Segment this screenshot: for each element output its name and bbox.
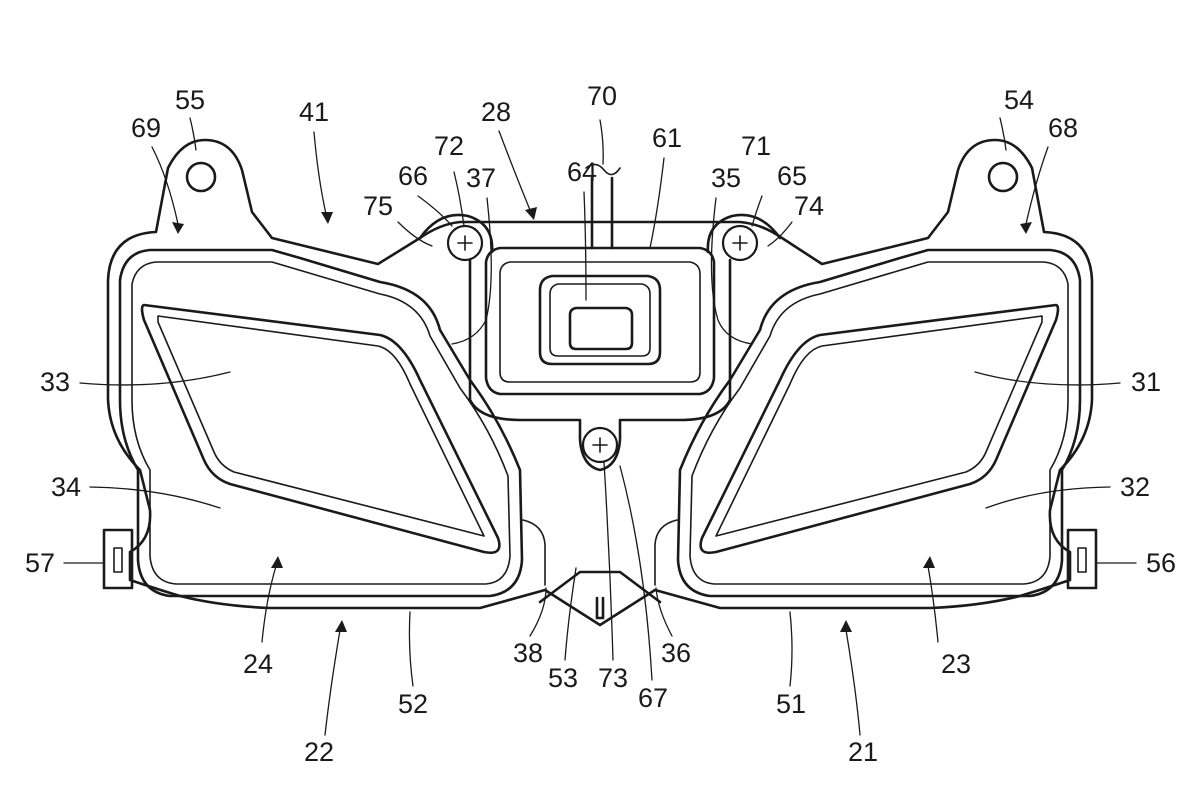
bracket-left-slot [113,547,123,573]
rib-right [654,519,678,586]
label-41: 41 [299,97,329,127]
label-23: 23 [941,649,971,679]
lower-notch [595,596,605,620]
right-lamp-inner [689,261,1069,585]
rib-left [522,519,546,586]
lower-tab [538,570,662,604]
reference-numerals: 55 69 41 28 70 54 68 72 66 37 64 61 71 3… [25,81,1176,767]
label-72: 72 [434,131,464,161]
connector-stem [590,176,614,250]
left-lens [140,303,501,554]
label-61: 61 [652,123,682,153]
screw-71-cross [732,235,748,251]
label-73: 73 [598,663,628,693]
label-31: 31 [1131,367,1161,397]
label-33: 33 [40,367,70,397]
bracket-left [102,528,134,590]
camera-lens-inner [549,283,651,357]
label-69: 69 [131,113,161,143]
label-55: 55 [175,85,205,115]
label-65: 65 [777,161,807,191]
label-21: 21 [848,737,878,767]
right-lens [699,303,1060,554]
label-74: 74 [794,191,824,221]
label-51: 51 [776,689,806,719]
label-52: 52 [398,689,428,719]
mount-hole-left [185,161,217,193]
label-56: 56 [1146,548,1176,578]
connector-stem-break [585,163,621,176]
label-38: 38 [513,638,543,668]
camera-lens [568,306,634,351]
lug-right [706,213,782,254]
center-body [468,258,732,472]
mount-hole-right [987,161,1019,193]
left-lens-inner [157,315,485,537]
label-71: 71 [741,131,771,161]
label-70: 70 [587,81,617,111]
bracket-right [1066,528,1098,590]
label-36: 36 [661,638,691,668]
right-lamp-housing [676,248,1082,598]
label-64: 64 [567,157,597,187]
left-lamp-inner [131,261,511,585]
bracket-right-slot [1077,547,1087,573]
camera-frame [499,261,701,383]
right-lens-inner [715,315,1043,537]
label-35: 35 [711,163,741,193]
screw-72-cross [457,235,473,251]
screw-73-cross [592,437,608,453]
leader-lines [63,117,1137,736]
label-24: 24 [243,649,273,679]
label-75: 75 [363,191,393,221]
label-57: 57 [25,548,55,578]
camera-lens-frame [538,274,662,366]
label-22: 22 [304,737,334,767]
label-32: 32 [1120,472,1150,502]
label-28: 28 [481,97,511,127]
label-68: 68 [1048,113,1078,143]
label-34: 34 [51,472,81,502]
label-53: 53 [548,663,578,693]
label-66: 66 [398,161,428,191]
arrowheads [172,207,1032,632]
label-54: 54 [1004,85,1034,115]
label-37: 37 [466,163,496,193]
left-lamp-housing [118,248,524,598]
label-67: 67 [638,683,668,713]
camera-housing [484,246,716,396]
